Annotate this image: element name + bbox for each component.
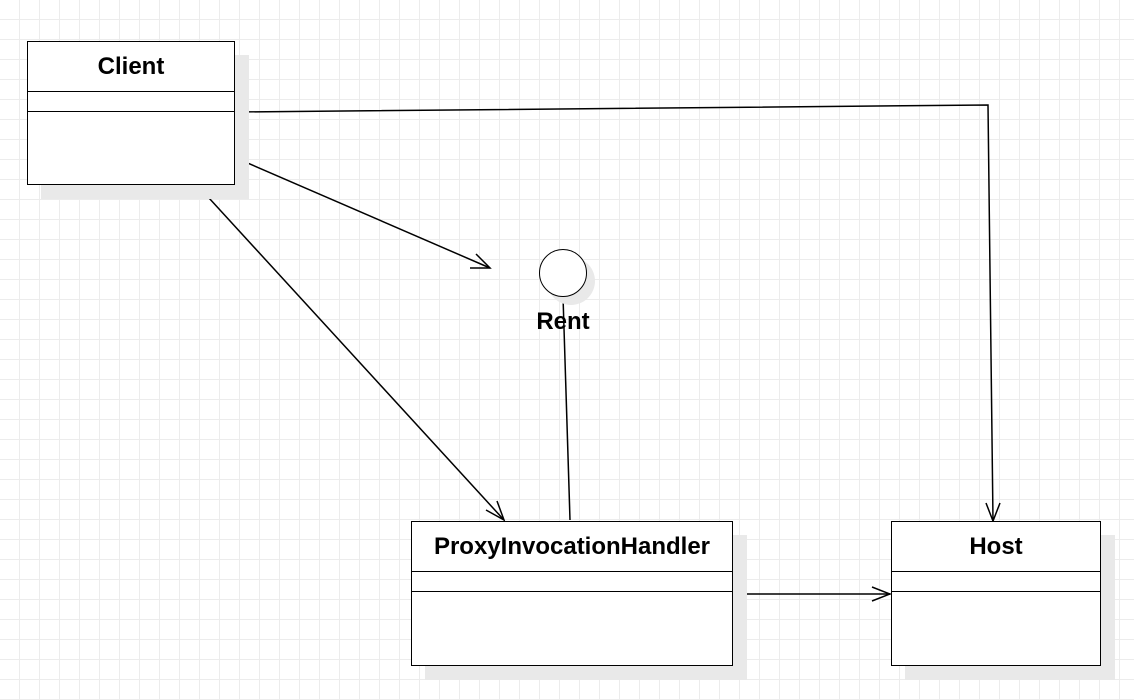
edge-client-to-proxy[interactable]	[197, 185, 505, 521]
arrowhead-rent	[470, 253, 492, 269]
class-host-attributes[interactable]	[892, 572, 1100, 592]
interface-rent-circle[interactable]	[539, 249, 587, 297]
interface-rent-label: Rent	[536, 308, 590, 335]
edge-client-to-rent[interactable]	[235, 157, 491, 269]
edge-client-to-host[interactable]	[233, 104, 994, 522]
class-host-name: Host	[892, 522, 1100, 572]
arrowhead-host-2	[871, 586, 893, 602]
class-client-attributes[interactable]	[28, 92, 234, 112]
arrowhead-proxy	[485, 500, 506, 522]
class-proxy-invocation-handler-attributes[interactable]	[412, 572, 732, 592]
class-proxy-invocation-handler[interactable]: ProxyInvocationHandler	[411, 521, 733, 666]
class-host[interactable]: Host	[891, 521, 1101, 666]
edge-proxy-to-rent[interactable]	[562, 295, 571, 521]
class-client-name: Client	[28, 42, 234, 92]
class-client[interactable]: Client	[27, 41, 235, 185]
class-proxy-invocation-handler-name: ProxyInvocationHandler	[412, 522, 732, 572]
